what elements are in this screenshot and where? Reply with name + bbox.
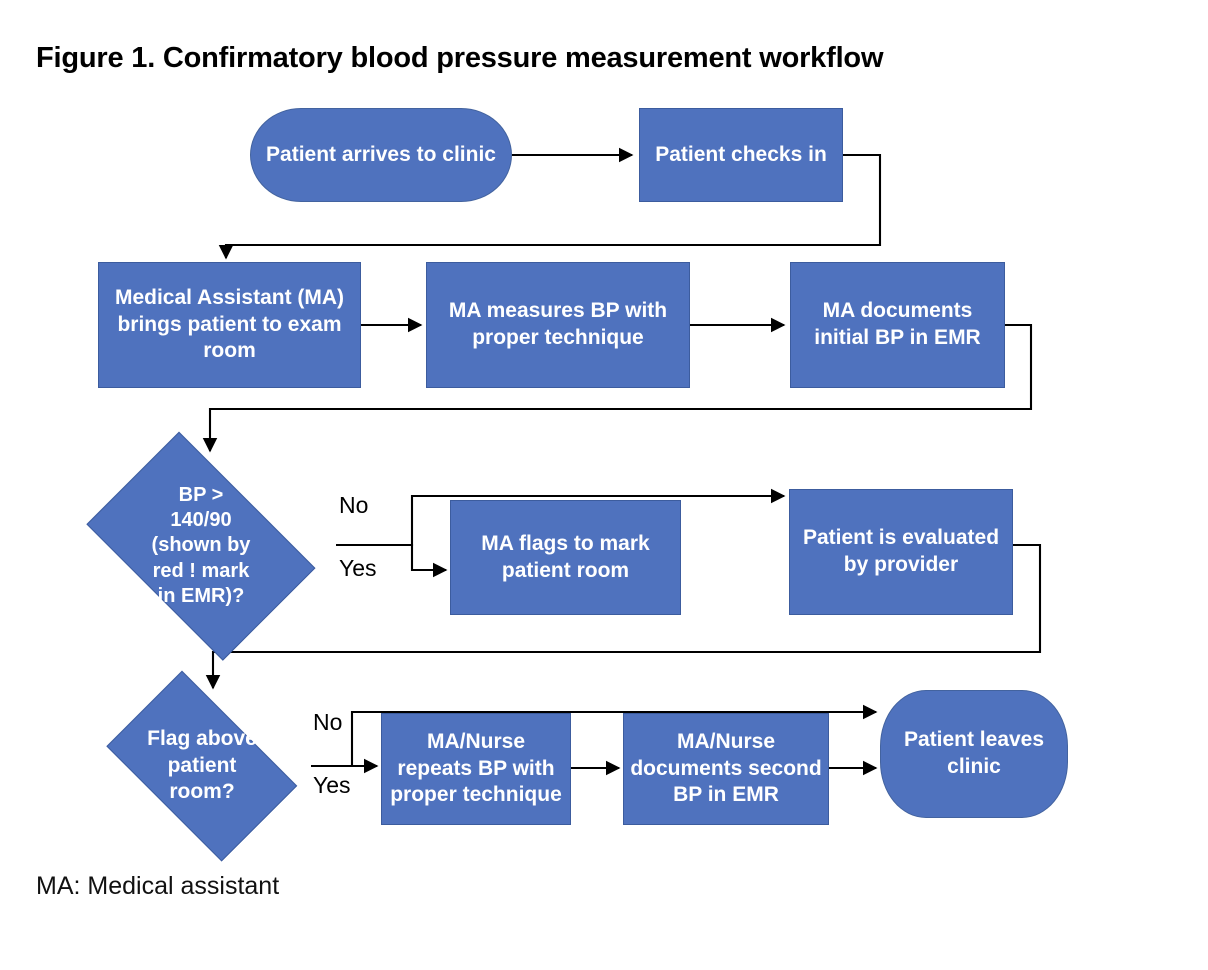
- node-ma-measures-bp-label: MA measures BP with proper technique: [448, 299, 668, 349]
- node-flag-decision-label: Flag above patient room?: [147, 727, 257, 804]
- node-ma-measures-bp[interactable]: MA measures BP with proper technique: [426, 262, 690, 388]
- node-patient-checks-in-label: Patient checks in: [655, 142, 827, 166]
- node-bp-decision-label: BP > 140/90 (shown by red ! mark in EMR)…: [151, 483, 251, 608]
- node-ma-flags-room-label: MA flags to mark patient room: [481, 531, 650, 582]
- node-patient-leaves[interactable]: Patient leaves clinic: [880, 690, 1068, 818]
- node-ma-documents-initial-bp-label: MA documents initial BP in EMR: [814, 299, 981, 349]
- page-title: Figure 1. Confirmatory blood pressure me…: [36, 42, 884, 74]
- node-bp-decision[interactable]: BP > 140/90 (shown by red ! mark in EMR)…: [66, 431, 336, 661]
- node-repeats-bp-label: MA/Nurse repeats BP with proper techniqu…: [390, 730, 562, 807]
- node-patient-arrives[interactable]: Patient arrives to clinic: [250, 108, 512, 202]
- node-ma-flags-room[interactable]: MA flags to mark patient room: [450, 500, 681, 615]
- branch-label-bp-no: No: [339, 492, 369, 518]
- branch-label-flag-yes: Yes: [313, 772, 351, 798]
- node-ma-brings-patient-label: Medical Assistant (MA) brings patient to…: [114, 286, 345, 363]
- node-patient-arrives-label: Patient arrives to clinic: [266, 142, 496, 166]
- node-ma-documents-initial-bp[interactable]: MA documents initial BP in EMR: [790, 262, 1005, 388]
- node-patient-evaluated-label: Patient is evaluated by provider: [802, 526, 1000, 576]
- branch-label-flag-no: No: [313, 709, 343, 735]
- node-repeats-bp[interactable]: MA/Nurse repeats BP with proper techniqu…: [381, 713, 571, 825]
- node-patient-checks-in[interactable]: Patient checks in: [639, 108, 843, 202]
- node-patient-leaves-label: Patient leaves clinic: [903, 728, 1045, 778]
- figure-footnote: MA: Medical assistant: [36, 872, 280, 900]
- node-flag-decision[interactable]: Flag above patient room?: [88, 670, 316, 862]
- node-ma-brings-patient[interactable]: Medical Assistant (MA) brings patient to…: [98, 262, 361, 388]
- node-patient-evaluated[interactable]: Patient is evaluated by provider: [789, 489, 1013, 615]
- node-documents-second-bp[interactable]: MA/Nurse documents second BP in EMR: [623, 713, 829, 825]
- node-documents-second-bp-label: MA/Nurse documents second BP in EMR: [630, 730, 822, 807]
- branch-label-bp-yes: Yes: [339, 555, 377, 581]
